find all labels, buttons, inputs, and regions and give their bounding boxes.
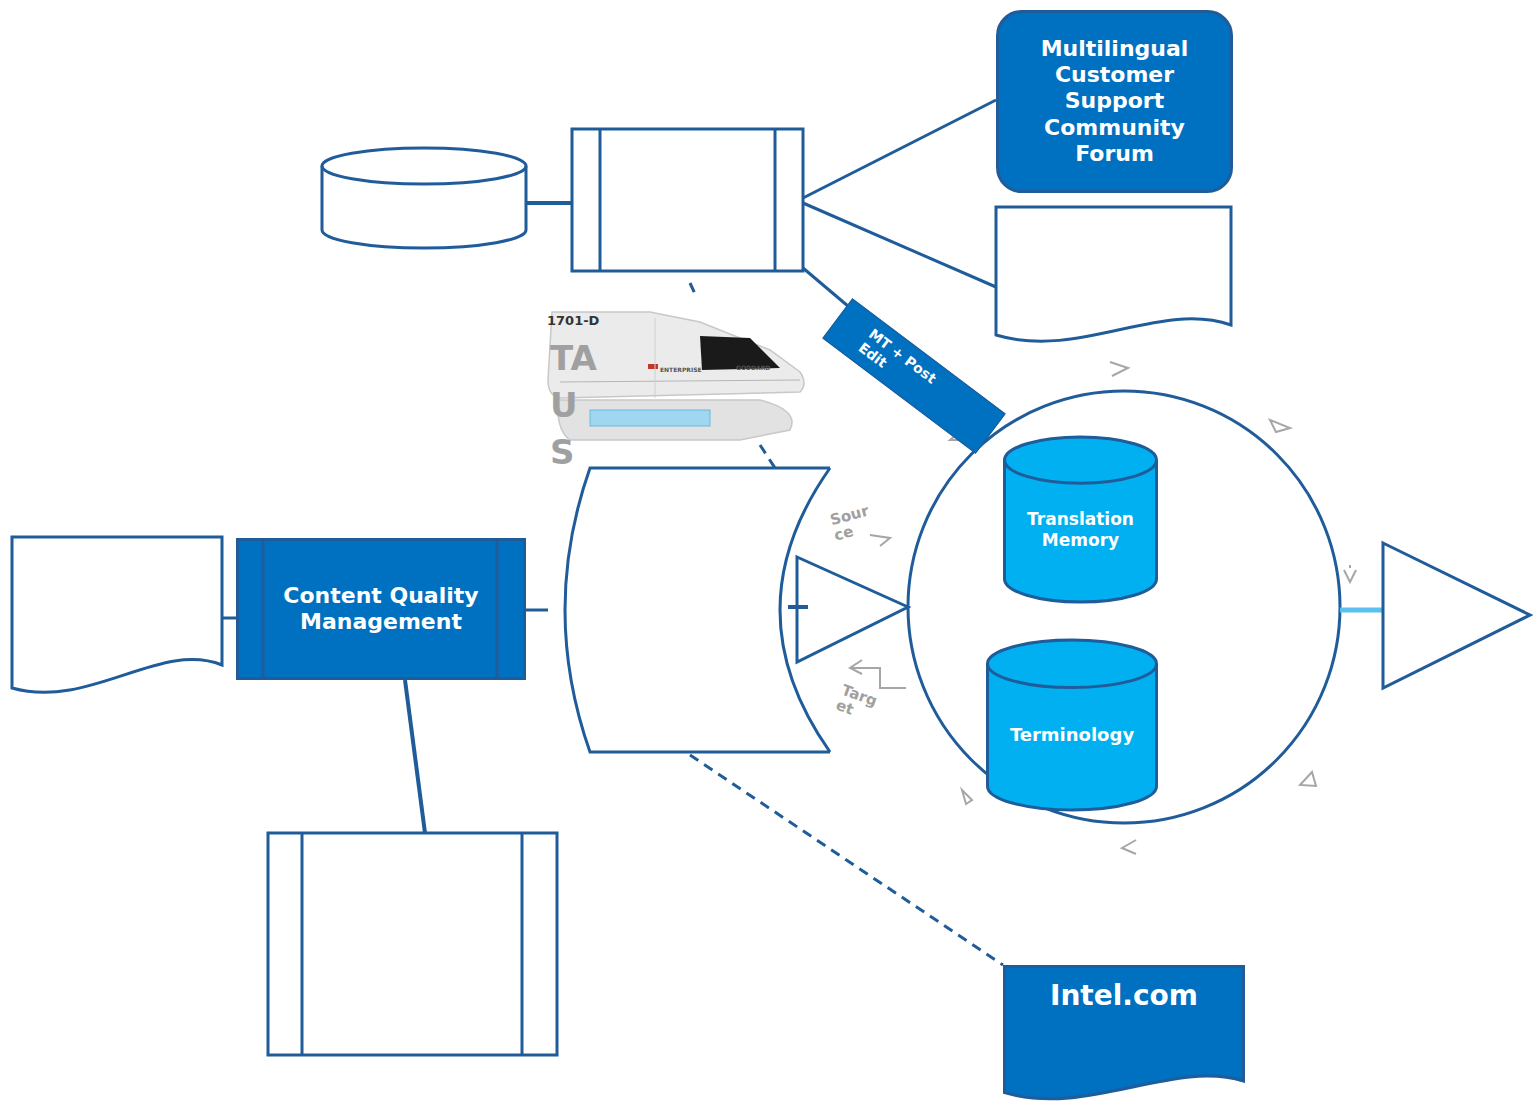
text-area: Intel.com [1013, 979, 1235, 1060]
connector-line [803, 203, 996, 287]
process-bar [774, 129, 777, 271]
ship-marking: ENTERPRISE [660, 367, 702, 373]
text-area: Terminology [992, 680, 1152, 790]
connector-line [526, 609, 548, 612]
ship-name: GODDARD [736, 365, 770, 371]
database-cylinder [322, 148, 526, 248]
connector-line [803, 100, 996, 198]
translation-memory-database: Translation Memory [1003, 437, 1158, 602]
node-text: Terminology [1010, 724, 1134, 746]
flow-label: Targ et [834, 683, 879, 725]
hull-number: 1701-D [547, 314, 599, 328]
connector-line [526, 201, 572, 205]
node-text: Intel.com [1050, 979, 1198, 1013]
document-shape [12, 537, 222, 692]
watermark: TA U S [550, 335, 597, 476]
output-triangle [1383, 543, 1530, 688]
connector-line [222, 617, 236, 620]
process-box [572, 129, 803, 271]
connector-line [405, 680, 425, 833]
community-forum-box: Multilingual Customer Support Community … [996, 10, 1233, 193]
flow-chevrons [850, 362, 1356, 854]
document-shape [996, 207, 1231, 341]
edge-label: MT + Post Edit [822, 298, 1005, 453]
node-text: Content Quality Management [272, 583, 490, 636]
website-document: Intel.com [1003, 965, 1245, 1110]
process-bar [521, 833, 524, 1055]
process-box: Content Quality Management [236, 538, 526, 680]
flow-triangle [797, 557, 908, 662]
node-text: Multilingual Customer Support Community … [1010, 36, 1219, 168]
repository-circle [908, 391, 1340, 823]
connector-line [1340, 608, 1383, 613]
dashed-line [690, 755, 1003, 965]
node-text: Translation Memory [1011, 509, 1150, 550]
content-repository-cylinder [565, 468, 830, 752]
process-bar [301, 833, 304, 1055]
text-area: Translation Memory [1011, 477, 1150, 582]
flow-label: Sour ce [829, 503, 875, 544]
dashed-line [690, 283, 697, 298]
cylinder-rim [322, 166, 526, 184]
text-area: Content Quality Management [272, 546, 490, 672]
process-bar [599, 129, 602, 271]
connector-line [788, 605, 808, 609]
terminology-database: Terminology [986, 640, 1158, 810]
text-area: Multilingual Customer Support Community … [1010, 18, 1219, 185]
process-box [268, 833, 557, 1055]
